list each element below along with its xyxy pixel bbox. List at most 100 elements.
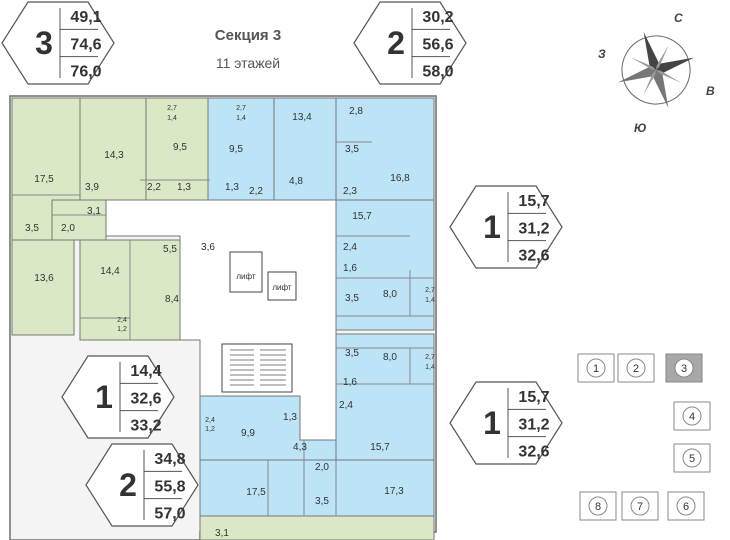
badge-area-value: 34,8 [154,451,185,468]
room-area-label: 5,5 [163,244,177,255]
room-area-label: 1,4 [167,115,177,122]
compass-north: С [674,11,683,25]
room-area-label: 2,2 [147,182,161,193]
section-number: 2 [633,363,639,375]
room-area-label: 2,4 [339,400,353,411]
room-area-label: 4,3 [293,442,307,453]
compass-west: З [598,47,606,61]
room-area-label: 2,7 [167,105,177,112]
section-number: 5 [689,453,695,465]
room-area-label: 1,3 [283,412,297,423]
room-area-label: 1,3 [225,182,239,193]
badge-area-value: 57,0 [154,506,185,523]
apartment-badge: 1 15,7 31,2 32,6 [449,185,563,269]
stairwell [221,343,293,393]
section-title: Секция 3 [215,27,281,44]
room-area-label: 3,9 [85,182,99,193]
section-map-block[interactable]: 6 [667,491,705,521]
room-area-label: 3,5 [315,496,329,507]
section-number: 1 [593,363,599,375]
apartment-badge: 2 30,2 56,6 58,0 [353,1,467,85]
badge-room-count: 1 [95,379,113,415]
room-area-label: 17,5 [246,487,266,498]
room-area-label: 2,2 [249,186,263,197]
central-core [105,199,337,441]
compass-rose [617,31,695,109]
apartment-badges: 349,174,676,0230,256,658,0115,731,232,61… [1,1,563,527]
room-area-label: 9,5 [229,144,243,155]
apartment-1room-right-upper[interactable] [335,199,435,331]
bottom-strip [199,515,435,540]
section-map-block[interactable]: 3 [665,353,703,383]
badge-room-count: 1 [483,209,501,245]
section-number: 3 [681,363,687,375]
elevator-1 [229,251,263,293]
room-area-label: 2,7 [425,354,435,361]
badge-area-value: 15,7 [518,389,549,406]
room-area-label: 1,4 [236,115,246,122]
room-area-label: 8,4 [165,294,179,305]
room-area-label: 1,4 [425,297,435,304]
floors-count: 11 этажей [216,55,280,71]
badge-area-value: 31,2 [518,220,549,237]
room-area-label: 2,8 [349,106,363,117]
room-area-label: 14,3 [104,150,124,161]
elevator-label-2: лифт [272,283,292,292]
compass-south: Ю [634,121,647,135]
badge-area-value: 76,0 [70,64,101,81]
room-area-label: 2,7 [236,105,246,112]
elevator-2 [267,271,297,301]
room-area-label: 2,4 [205,417,215,424]
apartment-badge: 234,855,857,0 [85,443,199,527]
badge-room-count: 1 [483,405,501,441]
room-area-label: 16,8 [390,173,410,184]
room-area-label: 8,0 [383,289,397,300]
room-area-label: 2,4 [117,317,127,324]
room-area-label: 1,6 [343,263,357,274]
room-area-label: 2,7 [425,287,435,294]
section-map-block[interactable]: 2 [617,353,655,383]
room-area-label: 1,2 [117,326,127,333]
room-area-label: 9,9 [241,428,255,439]
room-area-label: 3,1 [87,206,101,217]
room-area-label: 15,7 [352,211,372,222]
section-map-block[interactable]: 5 [673,443,711,473]
apartment-badge: 114,432,633,2 [61,355,175,439]
room-area-label: 3,5 [345,144,359,155]
badge-area-value: 30,2 [422,9,453,26]
room-area-label: 2,3 [343,186,357,197]
partitions [12,141,434,516]
badge-area-value: 15,7 [518,193,549,210]
section-number: 7 [637,501,643,513]
room-area-label: 2,0 [315,462,329,473]
room-area-label: 17,5 [34,174,54,185]
room-area-label: 1,2 [205,426,215,433]
badge-area-value: 32,6 [518,444,549,461]
sections-map: 1 2 3 4 5 6 7 8 [577,353,711,521]
room-area-label: 3,5 [345,348,359,359]
room-area-label: 17,3 [384,486,404,497]
section-map-block[interactable]: 7 [621,491,659,521]
apartment-3room-top-left[interactable] [11,97,209,336]
badge-area-value: 56,6 [422,36,453,53]
section-number: 4 [689,411,695,423]
badge-area-value: 32,6 [518,248,549,265]
badge-area-value: 32,6 [130,390,161,407]
apartment-1room-right-lower[interactable] [335,333,435,461]
room-area-label: 3,6 [201,242,215,253]
section-number: 8 [595,501,601,513]
room-area-label: 3,5 [345,293,359,304]
badge-area-value: 58,0 [422,64,453,81]
room-area-label: 13,6 [34,273,54,284]
section-map-block[interactable]: 1 [577,353,615,383]
section-map-block[interactable]: 8 [579,491,617,521]
apartment-2room-top[interactable] [207,97,435,201]
room-area-label: 2,4 [343,242,357,253]
badge-room-count: 2 [387,25,405,61]
elevator-label-1: лифт [236,272,256,281]
section-map-block[interactable]: 4 [673,401,711,431]
badge-area-value: 33,2 [130,418,161,435]
room-area-label: 2,0 [61,223,75,234]
